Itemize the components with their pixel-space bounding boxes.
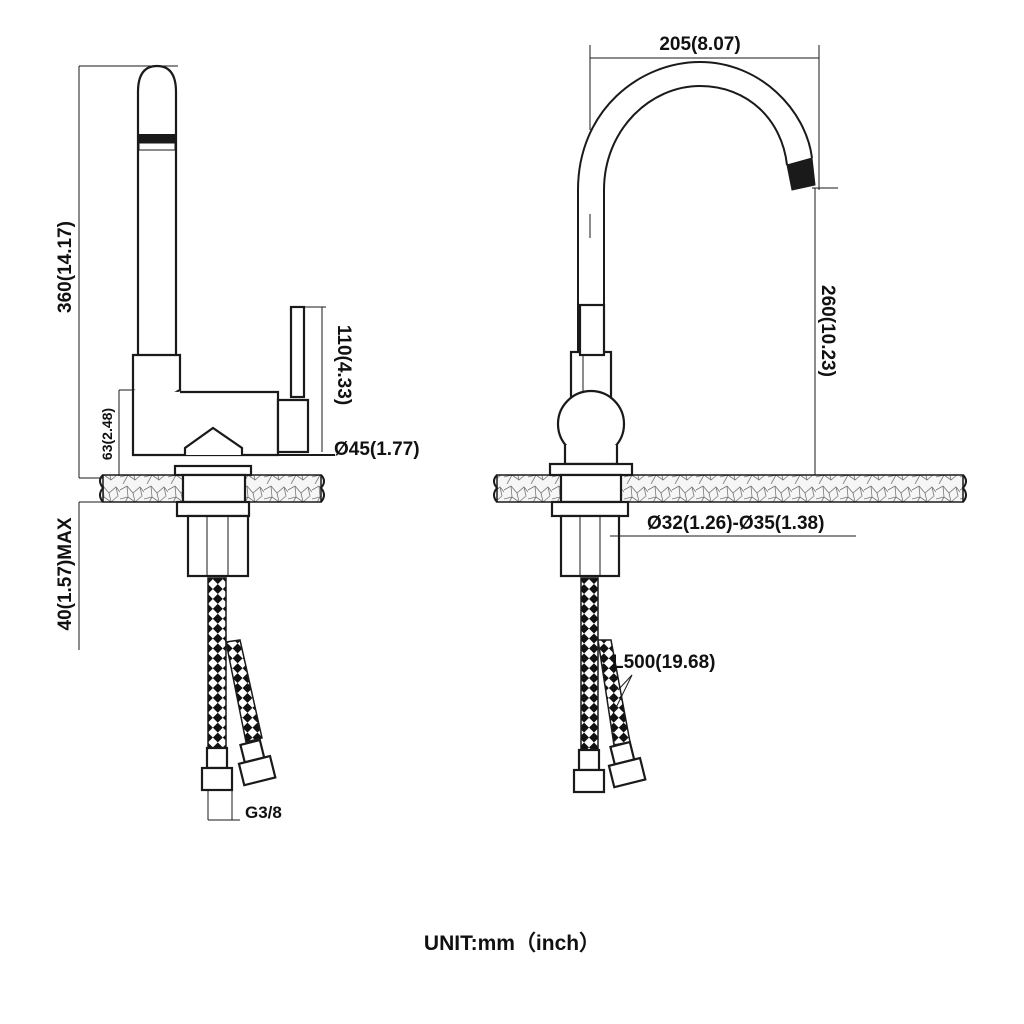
hole-diameter-label: Ø32(1.26)-Ø35(1.38) — [647, 513, 824, 534]
side-valve-body — [131, 305, 335, 457]
side-dimension-lines — [78, 65, 326, 821]
side-hoses — [200, 577, 277, 792]
front-hoses — [572, 577, 647, 794]
handle-height-label: 110(4.33) — [333, 325, 354, 405]
connector-thread-label: G3/8 — [245, 803, 282, 822]
base-diameter-label: Ø45(1.77) — [334, 439, 420, 460]
spout-height-label: 260(10.23) — [817, 285, 838, 377]
front-gooseneck-spout — [577, 60, 816, 360]
overall-height-label: 360(14.17) — [55, 221, 76, 313]
front-shank — [550, 473, 630, 578]
hose-length-label: L500(19.68) — [612, 652, 716, 673]
side-shank — [173, 464, 253, 578]
front-view: 205(8.07) 260(10.23) Ø32(1.26)-Ø35(1.38)… — [493, 34, 967, 794]
max-thickness-label: 40(1.57)MAX — [55, 517, 76, 630]
side-view: 360(14.17) 63(2.48) 110(4.33) Ø45(1.77) … — [55, 64, 420, 822]
front-dimension-lines — [589, 45, 856, 721]
unit-label: UNIT:mm（inch） — [424, 931, 600, 955]
body-height-label: 63(2.48) — [99, 408, 115, 460]
front-valve-body — [548, 303, 634, 477]
reach-label: 205(8.07) — [659, 34, 740, 55]
side-spout — [136, 64, 178, 355]
